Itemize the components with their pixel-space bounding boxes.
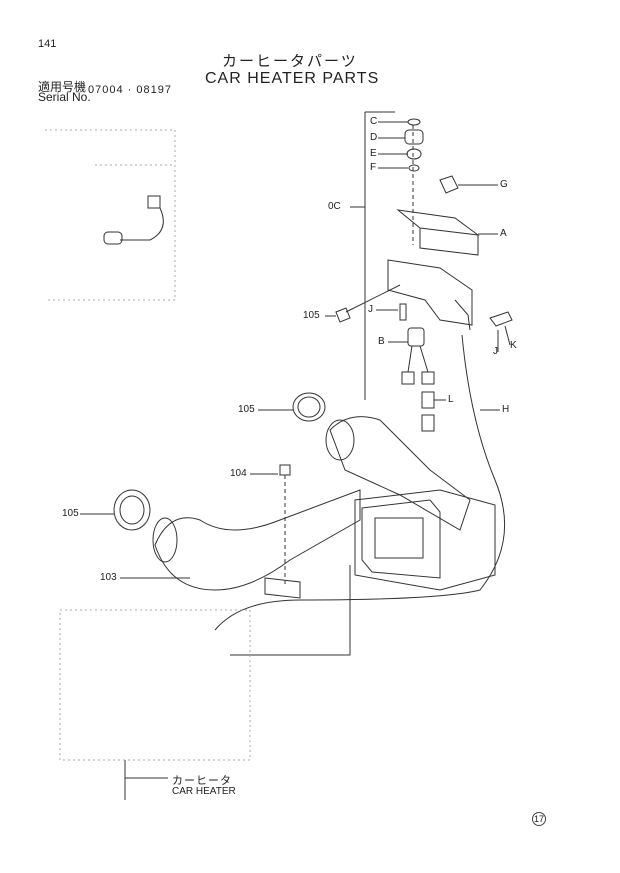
label-B: B xyxy=(378,336,385,347)
label-F: F xyxy=(370,162,377,173)
footer-caption: CAR HEATER xyxy=(172,786,236,797)
label-103: 103 xyxy=(100,572,117,583)
label-G: G xyxy=(500,179,508,190)
serial-label-japanese: 適用号機 xyxy=(38,80,87,94)
label-H: H xyxy=(502,404,510,415)
label-E: E xyxy=(370,148,377,159)
serial-label: Serial No. xyxy=(38,90,91,104)
page-number: 141 xyxy=(38,38,57,50)
serial-range: 07004 · 08197 xyxy=(88,84,172,96)
label-105-clamp-upper: 105 xyxy=(238,404,255,415)
corner-marker: 17 xyxy=(532,812,546,826)
label-D: D xyxy=(370,132,378,143)
label-0C: 0C xyxy=(328,201,341,212)
label-A: A xyxy=(500,228,507,239)
page-title: CAR HEATER PARTS xyxy=(205,70,380,87)
label-105-clamp-lower: 105 xyxy=(62,508,79,519)
title-japanese: カーヒータパーツ xyxy=(222,53,358,70)
label-J: J xyxy=(368,304,373,315)
label-K: K xyxy=(510,340,517,351)
label-105-screw: 105 xyxy=(303,310,320,321)
footer-japanese: カーヒータ xyxy=(172,775,232,787)
label-L: L xyxy=(448,394,454,405)
label-C: C xyxy=(370,116,378,127)
label-104: 104 xyxy=(230,468,247,479)
label-J-second: J xyxy=(493,346,498,357)
